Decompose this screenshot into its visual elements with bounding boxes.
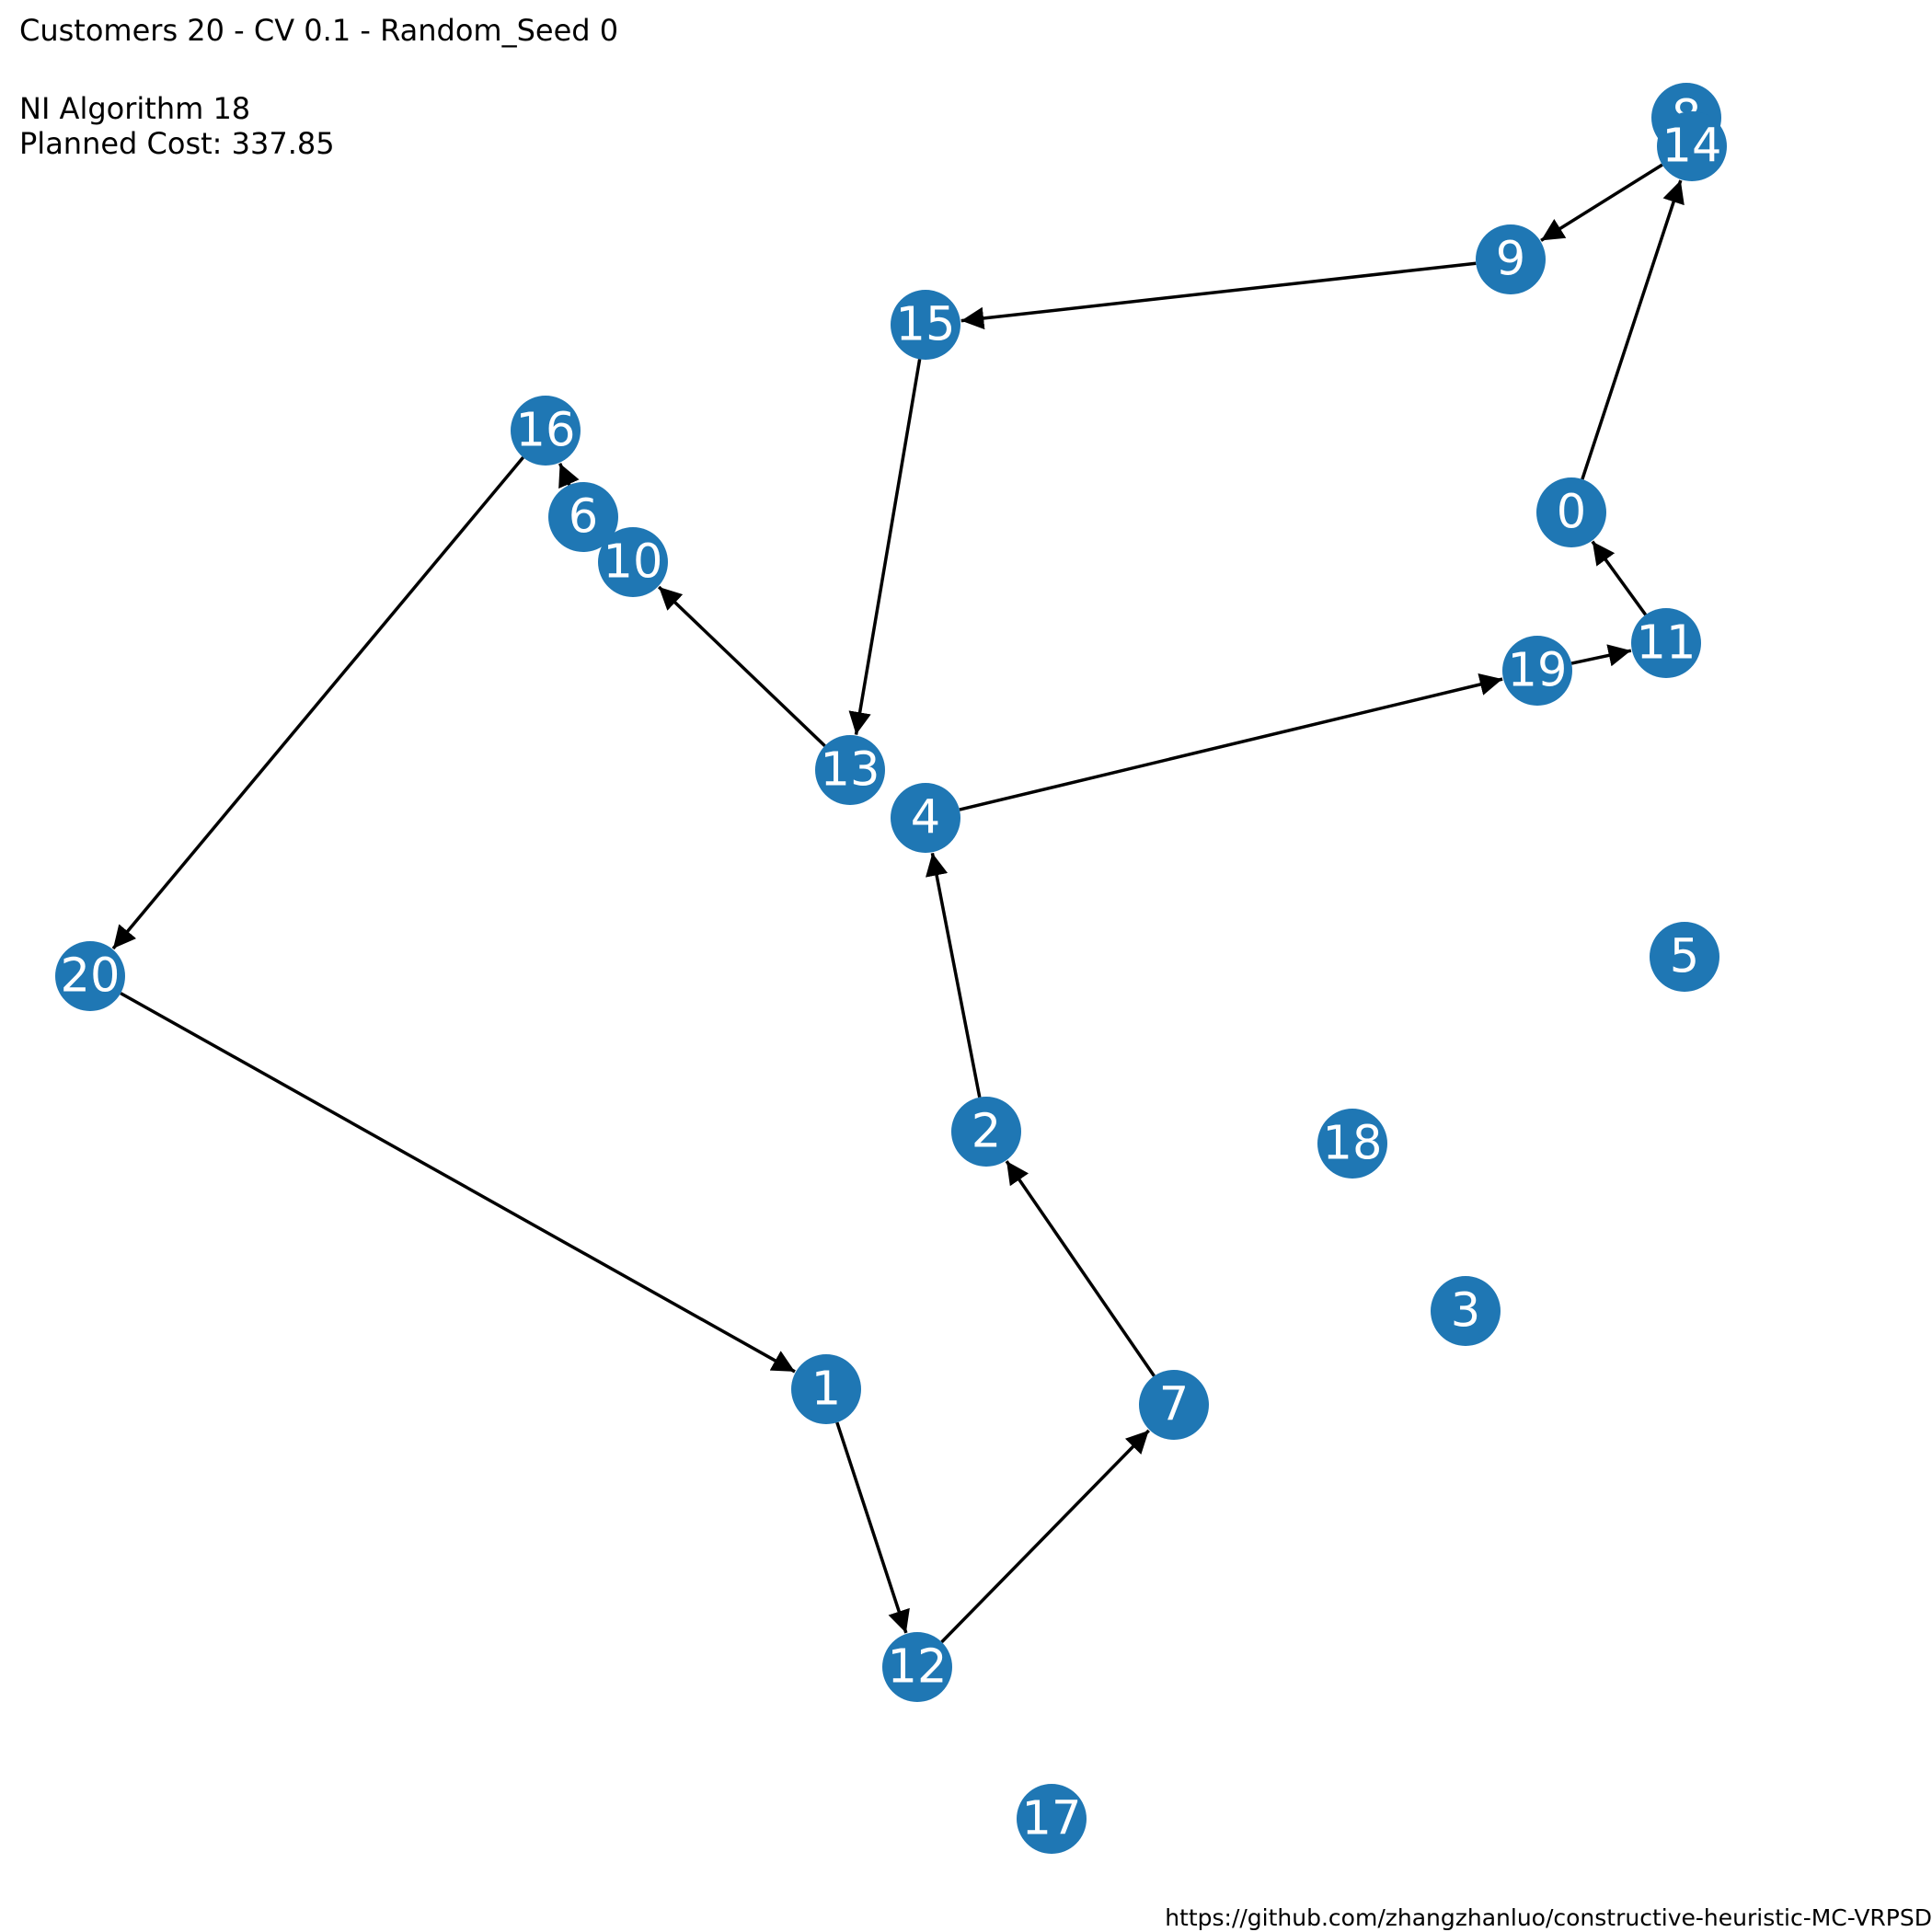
route-edge-15-to-13 [848,359,922,735]
edges-layer [111,163,1685,1644]
node-label: 13 [821,743,880,798]
node-20: 20 [55,941,125,1011]
node-label: 1 [811,1363,841,1417]
node-label: 12 [888,1640,948,1695]
node-circle [1431,1276,1501,1346]
node-label: 3 [1451,1284,1480,1339]
route-edge-9-to-15 [960,261,1477,330]
node-label: 17 [1022,1792,1082,1846]
node-12: 12 [882,1632,952,1702]
route-edge-0-to-14 [1581,179,1685,480]
node-label: 0 [1557,486,1586,540]
route-edge-4-to-19 [959,673,1503,811]
node-circle [891,290,960,360]
diagram-title: Customers 20 - CV 0.1 - Random_Seed 0 [19,13,619,48]
node-circle [791,1354,861,1424]
node-14: 14 [1657,111,1727,181]
route-edge-2-to-4 [926,852,982,1098]
source-url: https://github.com/zhangzhanluo/construc… [1165,1904,1932,1931]
node-label: 11 [1637,616,1696,671]
node-circle [1631,608,1701,678]
node-label: 10 [604,535,663,590]
node-label: 2 [972,1105,1001,1159]
node-13: 13 [815,735,885,805]
route-edge-1-to-12 [835,1421,910,1634]
node-circle [548,482,618,552]
node-label: 7 [1159,1378,1189,1432]
route-edge-7-to-2 [1005,1160,1156,1377]
node-4: 4 [891,783,960,853]
node-circle [891,783,960,853]
node-circle [815,735,885,805]
route-edge-20-to-1 [120,992,796,1374]
node-circle [1536,477,1606,547]
route-edge-12-to-7 [940,1429,1150,1644]
node-5: 5 [1650,922,1719,992]
node-2: 2 [951,1097,1021,1167]
node-label: 15 [896,298,956,352]
node-7: 7 [1139,1370,1209,1440]
route-edge-13-to-10 [657,585,826,747]
node-16: 16 [511,396,581,466]
node-18: 18 [1317,1109,1387,1179]
node-circle [1017,1784,1087,1854]
node-label: 20 [61,949,121,1004]
node-circle [1317,1109,1387,1179]
node-17: 17 [1017,1784,1087,1854]
node-label: 9 [1496,233,1525,287]
node-circle [1657,111,1727,181]
planned-cost-label: Planned Cost: 337.85 [19,126,335,161]
node-circle [511,396,581,466]
node-0: 0 [1536,477,1606,547]
node-circle [1650,922,1719,992]
algorithm-label: NI Algorithm 18 [19,91,251,126]
nodes-layer: 01234567891011121314151617181920 [55,83,1727,1854]
route-edge-19-to-11 [1570,644,1632,667]
route-edge-16-to-20 [111,456,524,950]
node-circle [55,941,125,1011]
node-label: 19 [1508,644,1568,698]
route-edge-14-to-9 [1540,163,1663,242]
node-label: 5 [1670,930,1699,984]
node-1: 1 [791,1354,861,1424]
node-label: 18 [1323,1117,1383,1171]
node-circle [598,527,668,597]
node-label: 4 [911,791,940,845]
node-circle [1476,224,1546,294]
node-6: 6 [548,482,618,552]
route-edge-11-to-0 [1591,540,1648,616]
node-label: 14 [1662,120,1722,174]
node-11: 11 [1631,608,1701,678]
node-9: 9 [1476,224,1546,294]
node-10: 10 [598,527,668,597]
node-label: 16 [516,404,576,458]
route-edge-6-to-16 [558,463,580,489]
node-19: 19 [1502,636,1572,706]
node-circle [1139,1370,1209,1440]
node-3: 3 [1431,1276,1501,1346]
node-label: 6 [569,490,598,545]
node-circle [951,1097,1021,1167]
node-circle [1502,636,1572,706]
node-15: 15 [891,290,960,360]
node-circle [882,1632,952,1702]
